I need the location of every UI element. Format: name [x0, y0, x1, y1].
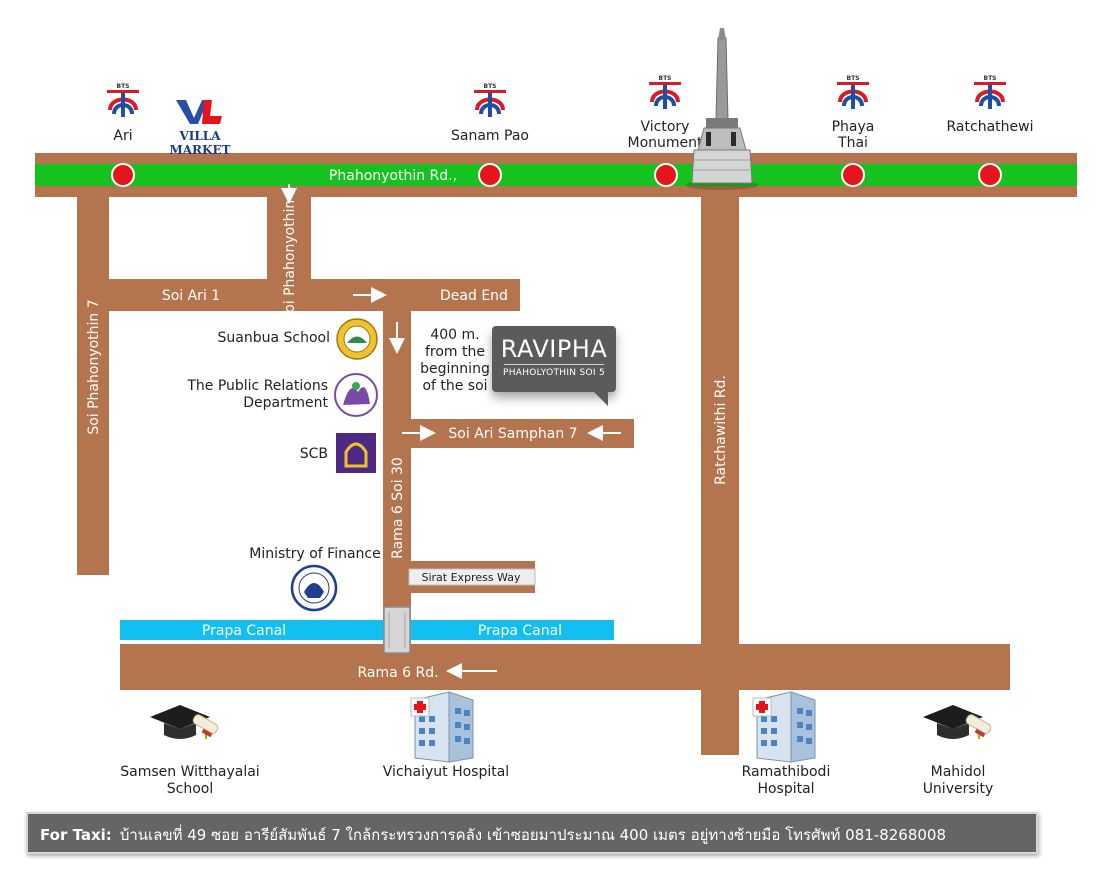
- bts-logo-icon: BTS: [649, 75, 681, 109]
- distance-note: 400 m. from the beginning of the soi: [412, 327, 498, 395]
- sirat-label: Sirat Express Way: [422, 571, 521, 584]
- bts-logo-icon: BTS: [837, 75, 869, 109]
- villa-market-label: VILLA MARKET: [169, 129, 231, 157]
- station-name-sanam-pao: Sanam Pao: [451, 128, 529, 144]
- poi-samsen-2: School: [166, 781, 214, 797]
- poi-vichaiyut: Vichaiyut Hospital: [382, 764, 510, 780]
- villa-market-logo-icon: [176, 100, 222, 124]
- poi-scb: SCB: [299, 446, 328, 462]
- svg-text:BTS: BTS: [484, 83, 497, 90]
- bts-logos: BTS BTS BTS BTS BTS: [107, 75, 1006, 117]
- bts-logo-icon: BTS: [107, 83, 139, 117]
- ratchawithi-label: Ratchawithi Rd.: [713, 375, 729, 485]
- prapa-canal-right-label: Prapa Canal: [478, 623, 562, 639]
- soi-phahonyothin-7-road: [77, 195, 109, 575]
- svg-text:BTS: BTS: [847, 75, 860, 82]
- station-name-ratchathewi: Ratchathewi: [947, 119, 1034, 135]
- hospital-building-icon: [752, 691, 816, 763]
- distance-note-line: of the soi: [422, 378, 488, 394]
- soi-phahonyothin-7-label: Soi Phahonyothin 7: [86, 299, 102, 434]
- station-name-victory-1: Victory: [641, 119, 690, 135]
- station-dot-sanam-pao[interactable]: [478, 163, 502, 187]
- poi-public-relations-2: Department: [243, 395, 328, 411]
- distance-note-line: beginning: [420, 361, 490, 377]
- phahonyothin-label: Phahonyothin Rd.,: [329, 168, 457, 184]
- bridge-icon: [383, 606, 411, 654]
- rama6-label: Rama 6 Rd.: [357, 665, 438, 681]
- station-name-ari: Ari: [113, 128, 132, 144]
- station-name-victory-2: Monument: [627, 135, 703, 151]
- taxi-directions: บ้านเลขที่ 49 ซอย อารีย์สัมพันธ์ 7 ใกล้ก…: [119, 826, 947, 844]
- svg-text:BTS: BTS: [984, 75, 997, 82]
- poi-public-relations-1: The Public Relations: [187, 378, 328, 394]
- poi-ramathibodi-1: Ramathibodi: [741, 764, 831, 780]
- svg-text:BTS: BTS: [659, 75, 672, 82]
- taxi-info-bar: For Taxi: บ้านเลขที่ 49 ซอย อารีย์สัมพันธ…: [26, 812, 1038, 854]
- station-name-phaya-1: Phaya: [832, 119, 875, 135]
- ravipha-callout[interactable]: RAVIPHA PHAHOLYOTHIN SOI 5: [492, 326, 616, 406]
- bts-line: [35, 164, 1077, 186]
- station-dot-ari[interactable]: [111, 163, 135, 187]
- prapa-canal: [120, 620, 614, 640]
- poi-mahidol-1: Mahidol: [930, 764, 986, 780]
- soi-ari-samphan-7-label: Soi Ari Samphan 7: [448, 426, 577, 442]
- svg-text:BTS: BTS: [117, 83, 130, 90]
- scb-logo-icon: [336, 433, 376, 473]
- suanbua-school-logo-icon: [336, 318, 378, 360]
- poi-ministry-of-finance: Ministry of Finance: [249, 546, 381, 562]
- ministry-of-finance-logo-icon: [290, 564, 338, 612]
- station-dot-victory-monument[interactable]: [654, 163, 678, 187]
- poi-ramathibodi-2: Hospital: [757, 781, 815, 797]
- bts-logo-icon: BTS: [974, 75, 1006, 109]
- rama6-road: [120, 644, 1010, 690]
- ravipha-title: RAVIPHA: [500, 335, 608, 363]
- hospital-building-icon: [410, 691, 474, 763]
- divider: [504, 364, 604, 365]
- taxi-label: For Taxi:: [40, 826, 112, 844]
- sirat-expressway-band: [408, 568, 536, 586]
- station-dots: [111, 163, 1002, 187]
- soi-phahonyothin-5-label: Soi Phahonyothin 5: [282, 186, 298, 321]
- public-relations-logo-icon: [334, 373, 378, 417]
- station-name-phaya-2: Thai: [837, 135, 868, 151]
- graduation-cap-icon: [150, 705, 219, 739]
- station-dot-phaya-thai[interactable]: [841, 163, 865, 187]
- station-dot-ratchathewi[interactable]: [978, 163, 1002, 187]
- rama6-soi30-label: Rama 6 Soi 30: [390, 457, 406, 559]
- distance-note-line: from the: [424, 344, 485, 360]
- bts-logo-icon: BTS: [474, 83, 506, 117]
- direction-arrows: [281, 184, 621, 679]
- soi-ari-1-road: [107, 279, 520, 311]
- callout-pointer: [592, 390, 608, 406]
- victory-monument-icon: [686, 28, 758, 190]
- soi-phahonyothin-5-road: [267, 195, 311, 285]
- graduation-cap-icon: [923, 705, 992, 739]
- poi-mahidol-2: University: [922, 781, 994, 797]
- prapa-canal-left-label: Prapa Canal: [202, 623, 286, 639]
- distance-note-line: 400 m.: [430, 327, 480, 343]
- poi-samsen-1: Samsen Witthayalai: [120, 764, 260, 780]
- dead-end-label: Dead End: [440, 288, 508, 304]
- rama6-soi30-road: [383, 309, 411, 649]
- roads: [35, 153, 1077, 755]
- poi-suanbua-school: Suanbua School: [217, 330, 330, 346]
- soi-ari-1-label: Soi Ari 1: [162, 288, 220, 304]
- ravipha-subtitle: PHAHOLYOTHIN SOI 5: [502, 368, 606, 378]
